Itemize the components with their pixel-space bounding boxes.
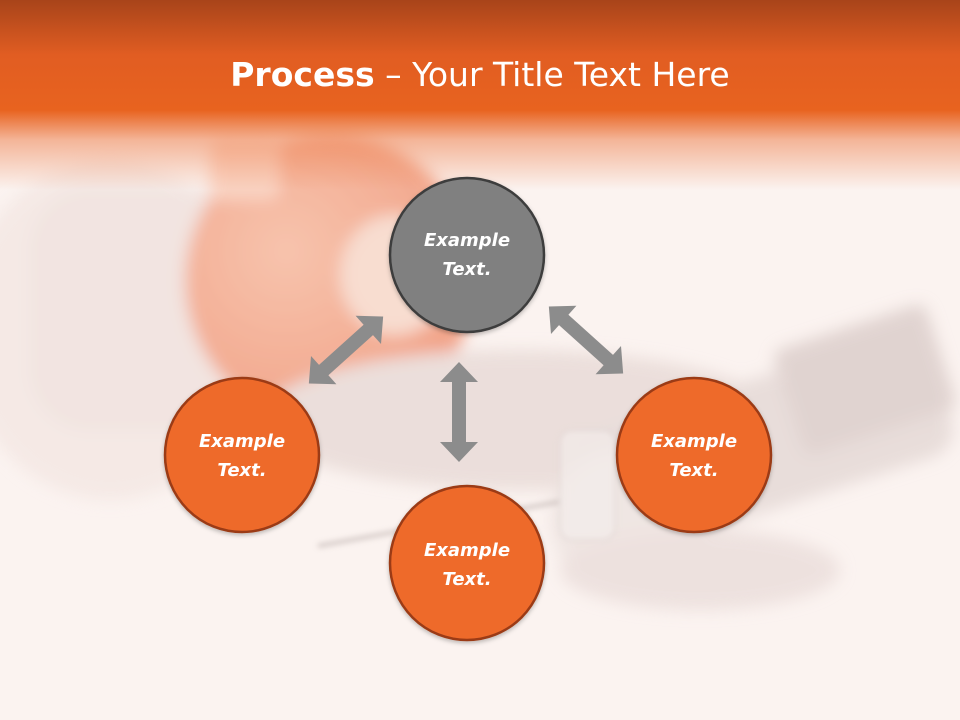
node-left-line1: Example — [199, 431, 285, 452]
node-top-line1: Example — [424, 230, 510, 251]
node-top: Example Text. — [388, 176, 546, 334]
node-top-circle — [388, 176, 546, 334]
node-top-line2: Text. — [442, 259, 491, 280]
arrow-top-bottom — [440, 362, 478, 462]
node-left-circle — [163, 376, 321, 534]
double-arrow-icon — [440, 362, 478, 462]
node-right: Example Text. — [615, 376, 773, 534]
double-arrow-icon — [548, 305, 624, 375]
node-bottom-circle — [388, 484, 546, 642]
node-left-line2: Text. — [217, 460, 266, 481]
title-rest: – Your Title Text Here — [374, 55, 730, 94]
arrow-top-right — [548, 305, 624, 375]
double-arrow-icon — [308, 315, 384, 385]
title-bold: Process — [230, 55, 375, 94]
node-right-circle — [615, 376, 773, 534]
arrow-top-left — [308, 315, 384, 385]
node-bottom-line1: Example — [424, 540, 510, 561]
slide-title: Process – Your Title Text Here — [0, 52, 960, 98]
node-left: Example Text. — [163, 376, 321, 534]
title-bar — [0, 0, 960, 190]
node-bottom-line2: Text. — [442, 569, 491, 590]
node-bottom: Example Text. — [388, 484, 546, 642]
node-right-line2: Text. — [669, 460, 718, 481]
node-right-line1: Example — [651, 431, 737, 452]
